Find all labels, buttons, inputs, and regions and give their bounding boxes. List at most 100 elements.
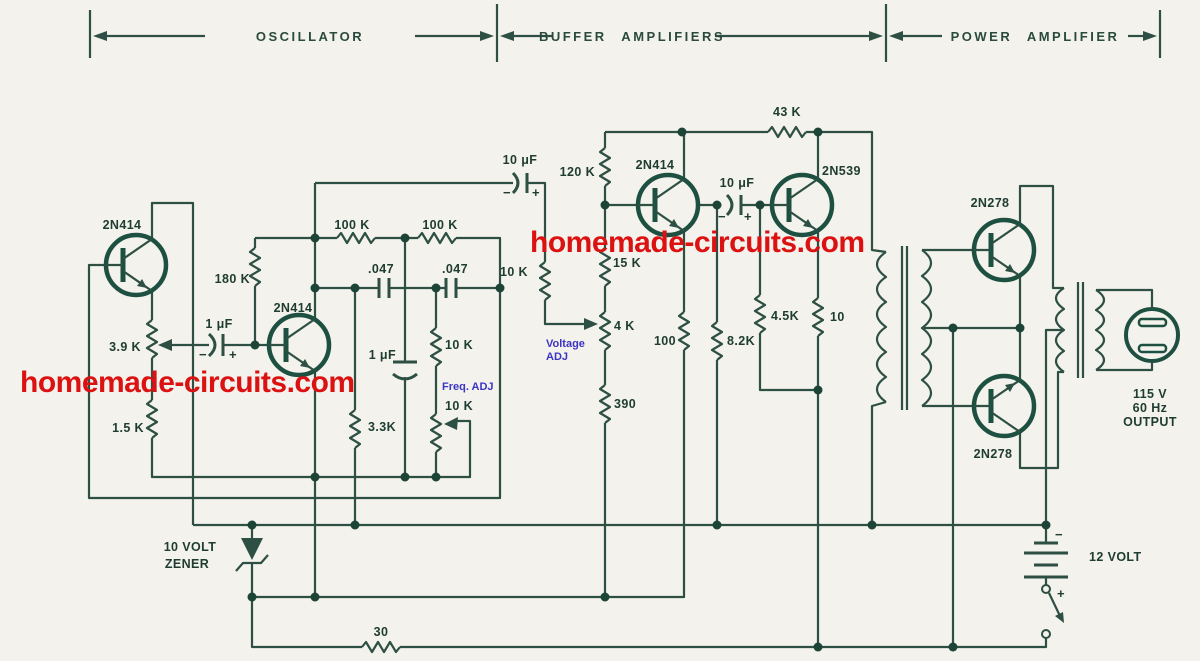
label-r-100: 100 [654,334,676,348]
labels: 2N414 2N414 3.9 K 1.5 K 180 K 1 μF − + 1… [103,105,1177,639]
power-switch [1041,584,1064,639]
resistor-4k-pot [598,311,612,351]
battery-12v [1024,541,1068,579]
label-r-8.2k: 8.2K [727,334,755,348]
driver-transformer [875,246,933,410]
resistor-390 [598,384,612,424]
transistors [103,172,1037,439]
section-labels: OSCILLATOR BUFFER AMPLIFIERS POWER AMPLI… [256,29,1120,44]
resistor-10k-freq-pot [429,413,443,453]
resistor-100 [677,311,691,351]
resistor-8.2k [710,321,724,361]
capacitor-10uf-2 [725,193,743,217]
cap-plus-sign: + [532,185,540,200]
resistor-1.5k [145,399,159,439]
resistor-43k [767,125,807,139]
junction-dots [247,127,1051,652]
label-q4: 2N539 [822,164,861,178]
transistor-q6-2n278 [971,373,1037,439]
transistor-q2-2n414 [266,312,332,378]
cap-plus-sign: + [229,347,237,362]
label-r-1.5k: 1.5 K [112,421,144,435]
label-zener-1: 10 VOLT [164,540,217,554]
resistor-15k [598,247,612,287]
label-c-047-2: .047 [442,262,468,276]
label-r-30: 30 [374,625,389,639]
pot-wiper-arrow-icon [444,417,458,430]
capacitor-047-2 [444,278,458,298]
label-r-10k-freq-pot: 10 K [445,399,473,413]
transistor-q1-2n414 [103,232,169,298]
label-c-1uf-tank: 1 μF [369,348,396,362]
capacitor-1uf-coupling [207,332,225,358]
arrow-left-icon [500,31,514,41]
resistor-3.9k-pot [145,319,159,359]
label-r-4k: 4 K [614,319,635,333]
cap-minus-sign: − [718,209,726,224]
label-freq-adj: Freq. ADJ [442,381,494,393]
cap-plus-sign: + [744,209,752,224]
label-q6: 2N278 [974,447,1013,461]
battery-plus-sign: + [1057,586,1065,601]
label-r-100k-2: 100 K [422,218,457,232]
section-title-power: POWER AMPLIFIER [951,29,1120,44]
watermark-center: homemade-circuits.com [530,226,865,259]
arrow-left-icon [889,31,903,41]
transistor-q5-2n278 [971,217,1037,283]
watermark-left: homemade-circuits.com [20,366,355,399]
label-r-180k: 180 K [215,272,250,286]
label-r-10k-freq-fixed: 10 K [445,338,473,352]
label-r-10k-series: 10 K [500,265,528,279]
resistors [145,125,825,654]
cap-minus-sign: − [199,347,207,362]
switch-blade-arrow-icon [1055,612,1064,623]
label-r-15k: 15 K [613,256,641,270]
capacitor-047-1 [377,278,391,298]
resistor-100k-2 [417,231,457,245]
watermarks: homemade-circuits.com homemade-circuits.… [20,226,865,399]
label-r-43k: 43 K [773,105,801,119]
section-title-oscillator: OSCILLATOR [256,29,364,44]
label-q3: 2N414 [636,158,675,172]
arrow-right-icon [480,31,494,41]
resistor-3.3k [348,409,362,449]
label-c-10uf-2: 10 μF [720,176,755,190]
transistor-q4-2n539 [769,172,835,238]
pot-wiper-arrow-icon [158,339,172,351]
label-c-1uf-coupling: 1 μF [205,317,232,331]
label-r-10: 10 [830,310,845,324]
label-c-047-1: .047 [368,262,394,276]
label-q5: 2N278 [971,196,1010,210]
resistor-10k-series [538,261,552,301]
resistor-4.5k [753,294,767,334]
label-r-4.5k: 4.5K [771,309,799,323]
label-battery: 12 VOLT [1089,550,1142,564]
resistor-120k [598,147,612,187]
label-r-390: 390 [614,397,636,411]
label-output-frequency: 60 Hz [1133,401,1168,415]
ac-outlet [1124,307,1180,363]
capacitor-1uf-tank [392,360,418,381]
resistor-10k-freq-fixed [429,327,443,367]
label-output-voltage: 115 V [1133,387,1167,401]
label-q1: 2N414 [103,218,142,232]
capacitors [207,171,743,381]
transformers [875,246,1106,410]
section-title-buffer: BUFFER AMPLIFIERS [539,29,725,44]
arrow-right-icon [1143,31,1157,41]
label-voltage-adj-2: ADJ [546,351,568,363]
resistor-100k-1 [336,231,376,245]
label-r-100k-1: 100 K [334,218,369,232]
resistor-180k [248,247,262,287]
pot-wiper-arrow-icon [584,318,598,330]
label-r-3.3k: 3.3K [368,420,396,434]
label-zener-2: ZENER [165,557,209,571]
battery-minus-sign: − [1055,527,1063,542]
label-r-120k: 120 K [560,165,595,179]
zener-diode [235,538,269,572]
arrow-left-icon [93,31,107,41]
label-c-10uf-1: 10 μF [503,153,538,167]
output-transformer [1054,282,1106,378]
arrow-right-icon [869,31,883,41]
